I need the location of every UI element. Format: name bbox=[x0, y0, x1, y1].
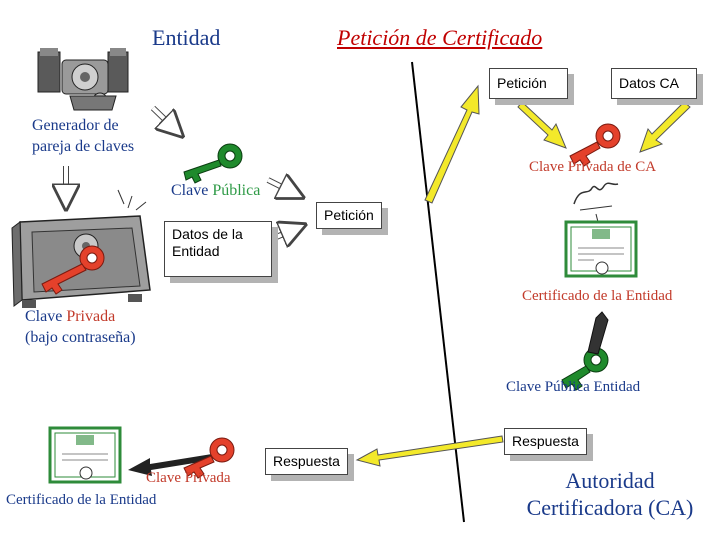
certificate-label: Certificado de la Entidad bbox=[522, 288, 673, 304]
entity-request-box: Petición bbox=[316, 202, 382, 229]
ca-request-box: Petición bbox=[489, 68, 568, 99]
public-key-entity-label: Clave Pública Entidad bbox=[506, 379, 641, 395]
entity-title: Entidad bbox=[152, 25, 221, 50]
entity-flow-arrows bbox=[66, 105, 302, 238]
key-icon bbox=[183, 437, 235, 479]
key-icon bbox=[183, 143, 243, 184]
key-icon bbox=[569, 123, 621, 167]
request-title: Petición de Certificado bbox=[337, 25, 543, 50]
entity-response-box: Respuesta bbox=[265, 448, 348, 475]
safe-icon bbox=[11, 189, 151, 308]
ca-title: Autoridad Certificadora (CA) bbox=[526, 468, 694, 520]
final-certificate-label: Certificado de la Entidad bbox=[6, 492, 157, 508]
generator-label: Generador de pareja de claves bbox=[32, 117, 135, 155]
certificate-arrow bbox=[128, 454, 213, 476]
key-icon bbox=[561, 311, 609, 391]
entity-data-box: Datos de la Entidad bbox=[164, 221, 272, 277]
certificate-icon bbox=[564, 220, 638, 278]
private-key-label: Clave Privada (bajo contraseña) bbox=[25, 308, 136, 346]
ca-data-box: Datos CA bbox=[611, 68, 697, 99]
final-private-key-label: Clave Privada bbox=[146, 470, 231, 486]
ca-response-box: Respuesta bbox=[504, 428, 587, 455]
certificate-icon bbox=[48, 426, 122, 484]
engine-icon bbox=[37, 48, 129, 111]
yellow-arrows bbox=[355, 84, 691, 467]
ca-private-key-label: Clave Privada de CA bbox=[529, 159, 657, 175]
public-key-label: Clave Pública bbox=[171, 182, 261, 199]
